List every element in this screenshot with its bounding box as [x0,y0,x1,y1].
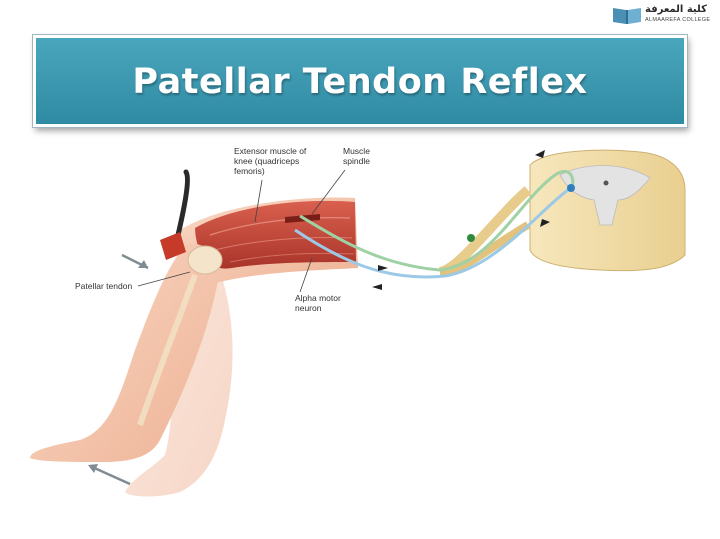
kick-arrow [88,464,130,484]
tap-arrow [122,255,148,268]
motor-neuron-cell-body [567,184,575,192]
muscle-spindle-label: Muscle spindle [343,146,370,166]
kneecap [188,246,222,274]
reflex-hammer [160,172,187,260]
dorsal-root-ganglion [467,234,475,242]
patellar-tendon-label: Patellar tendon [75,281,132,291]
extensor-muscle-label: Extensor muscle of knee (quadriceps femo… [234,146,306,176]
alpha-motor-neuron-label: Alpha motor neuron [295,293,341,313]
